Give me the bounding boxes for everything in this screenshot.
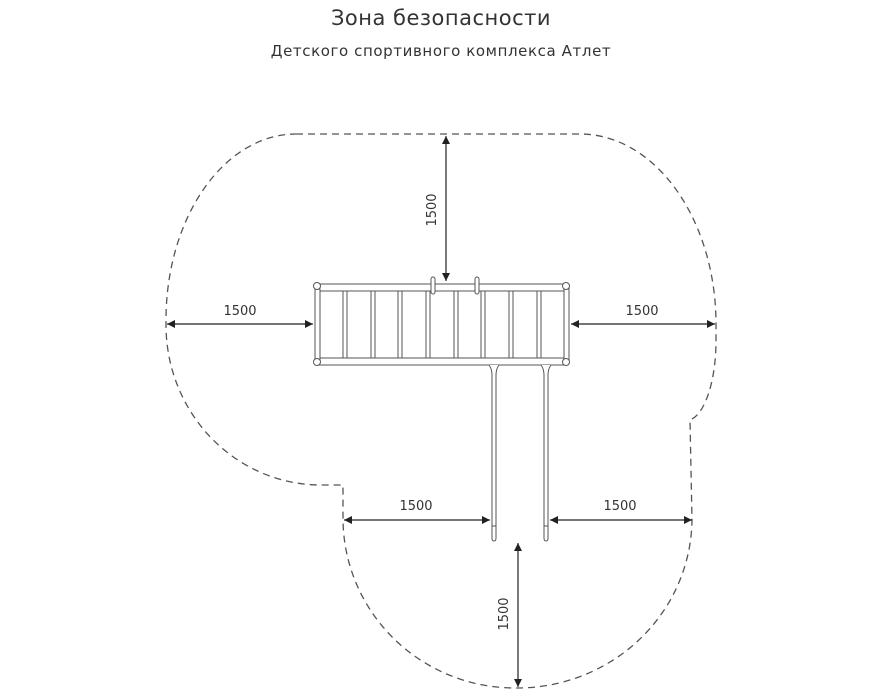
dimension-label-top: 1500: [425, 193, 440, 226]
dimension-label-right: 1500: [625, 304, 658, 319]
dimension-label-bottom-right: 1500: [603, 499, 636, 514]
dimension-label-bottom-left: 1500: [399, 499, 432, 514]
dimension-lines: [167, 136, 715, 687]
dimension-label-bottom: 1500: [497, 597, 512, 630]
safety-zone-boundary: [165, 133, 717, 689]
diagram-subtitle: Детского спортивного комплекса Атлет: [270, 42, 612, 60]
ladder-frame: [313, 276, 570, 542]
diagram-title: Зона безопасности: [330, 6, 552, 30]
dimension-label-left: 1500: [223, 304, 256, 319]
